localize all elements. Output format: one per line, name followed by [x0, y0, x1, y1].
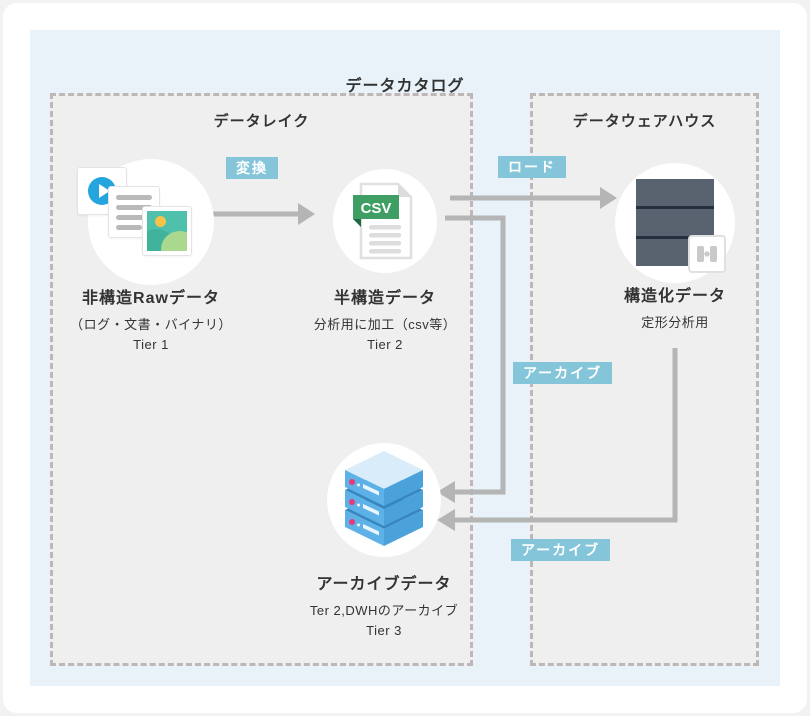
csv-badge-text: CSV [361, 200, 392, 217]
doc-line [116, 195, 152, 200]
raw-data-title: 非構造Rawデータ [82, 290, 220, 307]
data-catalog-title: データカタログ [345, 78, 465, 95]
archive-data-tier: Tier 3 [366, 623, 402, 639]
raw-data-caption: 非構造Rawデータ （ログ・文書・バイナリ） Tier 1 [41, 284, 261, 355]
doc-line [116, 225, 142, 230]
server-slab [636, 179, 714, 206]
archive-data-title: アーカイブデータ [316, 576, 452, 593]
raw-data-subtitle: （ログ・文書・バイナリ） [70, 317, 232, 332]
play-icon [99, 184, 110, 198]
image-file-icon [142, 206, 192, 256]
raw-data-node [77, 159, 214, 285]
edge-label-archive-semi: アーカイブ [513, 362, 613, 384]
structured-data-title: 構造化データ [623, 288, 726, 305]
archive-servers-icon [345, 451, 423, 546]
server-stack-icon [636, 179, 714, 266]
doc-line [116, 215, 152, 220]
raw-data-tier: Tier 1 [133, 337, 169, 353]
semi-structured-node: CSV [333, 169, 437, 273]
sun-icon [155, 216, 166, 227]
semi-structured-caption: 半構造データ 分析用に加工（csv等） Tier 2 [275, 284, 495, 355]
server-slab [636, 209, 714, 236]
archive-data-subtitle: Ter 2,DWHのアーカイブ [309, 603, 459, 618]
image-thumbnail [147, 211, 187, 251]
doc-line [116, 205, 152, 210]
structured-data-subtitle: 定形分析用 [641, 315, 709, 330]
semi-structured-tier: Tier 2 [367, 337, 403, 353]
archive-data-node [327, 443, 441, 557]
structured-data-node [615, 163, 735, 283]
csv-file-icon: CSV [353, 182, 413, 260]
semi-structured-subtitle: 分析用に加工（csv等） [313, 317, 457, 332]
hill-shape [161, 231, 187, 251]
data-lake-title: データレイク [213, 113, 310, 130]
edge-label-transform: 変換 [226, 157, 278, 179]
schema-badge [688, 235, 726, 273]
semi-structured-title: 半構造データ [333, 290, 436, 307]
edge-label-load: ロード [498, 156, 566, 178]
table-relation-icon [697, 246, 717, 262]
data-warehouse-title: データウェアハウス [572, 113, 717, 130]
structured-data-caption: 構造化データ 定形分析用 [575, 282, 775, 333]
archive-data-caption: アーカイブデータ Ter 2,DWHのアーカイブ Tier 3 [274, 570, 494, 641]
edge-label-archive-dwh: アーカイブ [511, 539, 611, 561]
